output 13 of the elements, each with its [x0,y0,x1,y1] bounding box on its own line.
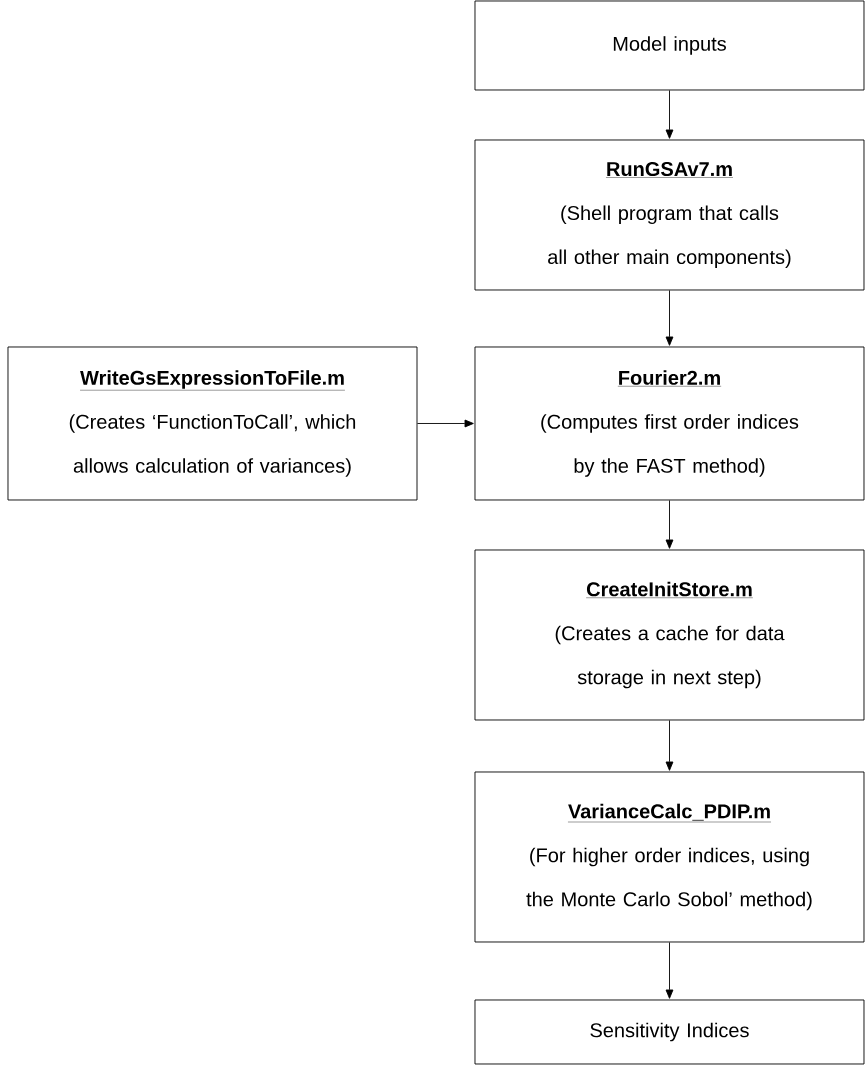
process-box: Model inputs [474,0,865,91]
process-box: CreateInitStore.m (Creates a cache for data storage in next step) [474,549,865,721]
arrow [665,500,674,549]
process-box: Sensitivity Indices [474,999,865,1065]
process-box: VarianceCalc_PDIP.m (For higher order indices, using the Monte Carlo Sobol’ method) [474,771,865,943]
process-box: WriteGsExpressionToFile.m (Creates ‘FunctionToCall’, which allows calculation of variances) [7,346,418,501]
process-box: Fourier2.m (Computes first order indices by the FAST method) [474,346,865,501]
arrow [665,720,674,771]
arrow [665,290,674,346]
process-box: RunGSAv7.m (Shell program that calls all other main components) [474,139,865,291]
arrow [665,90,674,139]
arrow [665,942,674,999]
arrow [417,419,474,428]
